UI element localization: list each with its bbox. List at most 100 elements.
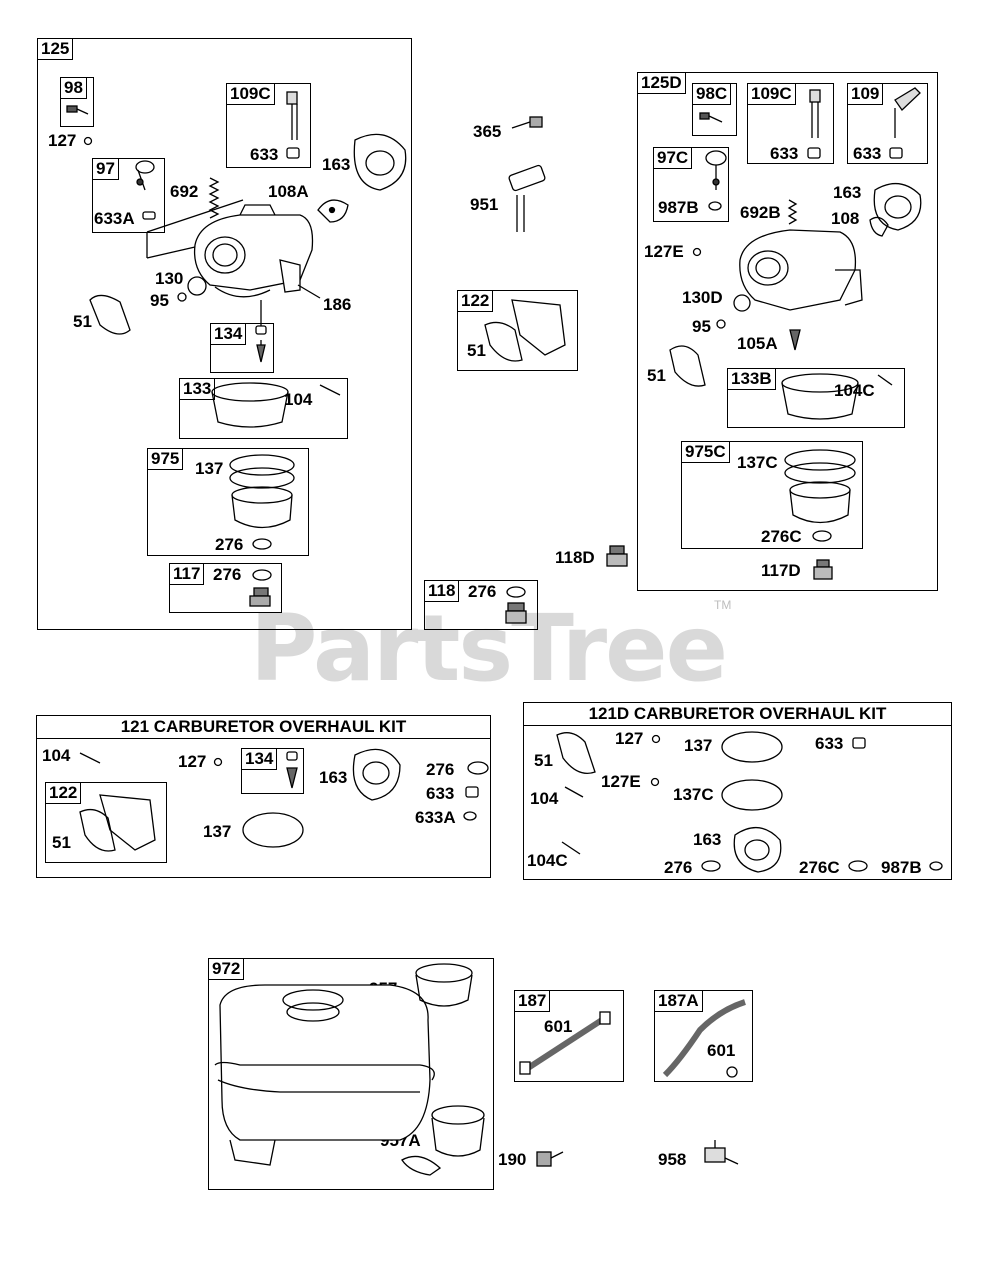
ring-137-kitd-icon — [721, 731, 783, 763]
box-118[interactable]: 118 — [424, 580, 538, 630]
label-276-117: 276 — [213, 565, 242, 584]
box-98-header: 98 — [61, 78, 87, 99]
label-95: 95 — [150, 291, 169, 310]
washer-130d-icon — [733, 294, 751, 312]
group-125-header: 125 — [38, 39, 74, 60]
label-633-109c: 633 — [770, 144, 799, 163]
label-163-kitd: 163 — [693, 830, 722, 849]
gasket-276-kitd-icon — [701, 860, 721, 872]
box-109c-d[interactable]: 109C — [747, 83, 834, 164]
box-187a-header: 187A — [655, 991, 703, 1012]
lever-plate-icon — [317, 199, 349, 223]
float-133b-icon — [781, 373, 859, 420]
box-98[interactable]: 98 — [60, 77, 94, 127]
label-104-kit: 104 — [42, 746, 71, 765]
box-117[interactable]: 117 — [169, 563, 282, 613]
label-692: 692 — [170, 182, 199, 201]
label-958: 958 — [658, 1150, 687, 1169]
box-122-kit[interactable]: 122 — [45, 782, 167, 863]
kit-121-title: 121 CARBURETOR OVERHAUL KIT — [37, 716, 490, 739]
gasket-276b-icon — [252, 569, 272, 581]
box-133[interactable]: 133 — [179, 378, 348, 439]
box-975-header: 975 — [148, 449, 184, 470]
box-98c-header: 98C — [693, 84, 732, 105]
box-117-header: 117 — [170, 564, 205, 585]
gasket-51-kitd-icon — [556, 732, 596, 775]
label-118d: 118D — [555, 548, 595, 567]
label-127-kit: 127 — [178, 752, 207, 771]
label-276-118: 276 — [468, 582, 497, 601]
label-163-kit: 163 — [319, 768, 348, 787]
label-108: 108 — [831, 209, 860, 228]
box-187-header: 187 — [515, 991, 551, 1012]
spring-692b-icon — [787, 199, 798, 225]
needle-134-kit-icon — [286, 751, 298, 789]
label-633-kit: 633 — [426, 784, 455, 803]
needle-valve-icon — [255, 325, 267, 363]
kit-121[interactable]: 121 CARBURETOR OVERHAUL KIT — [36, 715, 491, 878]
seal-987b-kitd-icon — [929, 861, 943, 871]
adapter-122-kit-icon — [99, 794, 156, 851]
label-104c: 104C — [834, 381, 875, 400]
throttle-lever-109-icon — [894, 87, 921, 138]
box-109c[interactable]: 109C — [226, 83, 311, 168]
box-122-kit-header: 122 — [46, 783, 82, 804]
group-125[interactable]: 125 — [37, 38, 412, 630]
label-104c-kitd: 104C — [527, 851, 568, 870]
gasket-51-mid-icon — [484, 321, 523, 362]
adapter-122-icon — [511, 299, 566, 356]
choke-97c-icon — [705, 150, 727, 190]
seal-987b-icon — [708, 201, 722, 211]
label-276c: 276C — [761, 527, 802, 546]
box-133b[interactable]: 133B — [727, 368, 905, 428]
label-163-d: 163 — [833, 183, 862, 202]
gasket-icon — [353, 133, 407, 191]
pin-104c-kitd-icon — [561, 841, 581, 855]
seal-633-d1-icon — [807, 147, 821, 159]
box-122-middle[interactable]: 122 — [457, 290, 578, 371]
box-133-header: 133 — [180, 379, 216, 400]
box-975c-header: 975C — [682, 442, 730, 463]
box-109[interactable]: 109 — [847, 83, 928, 164]
box-972-header: 972 — [209, 959, 245, 980]
label-633-109: 633 — [853, 144, 882, 163]
group-125d[interactable]: 125D — [637, 72, 938, 591]
box-134-kit[interactable]: 134 — [241, 748, 304, 794]
kit-121d[interactable]: 121D CARBURETOR OVERHAUL KIT — [523, 702, 952, 880]
box-133b-header: 133B — [728, 369, 776, 390]
box-97c-header: 97C — [654, 148, 693, 169]
label-51-middle: 51 — [467, 341, 486, 360]
box-134[interactable]: 134 — [210, 323, 274, 373]
label-365: 365 — [473, 122, 502, 141]
throttle-shaft-icon — [286, 91, 298, 140]
label-127e-kitd: 127E — [601, 772, 641, 791]
label-117d: 117D — [761, 561, 801, 580]
seal-633-d2-icon — [889, 147, 903, 159]
label-137: 137 — [195, 459, 224, 478]
label-601-187: 601 — [544, 1017, 573, 1036]
label-95-d: 95 — [692, 317, 711, 336]
box-187a[interactable]: 187A — [654, 990, 753, 1082]
seal-icon — [142, 211, 156, 220]
label-127e: 127E — [644, 242, 684, 261]
box-975c[interactable]: 975C — [681, 441, 863, 549]
screw-95-icon — [177, 292, 187, 302]
box-134-header: 134 — [211, 324, 247, 345]
label-276-kitd: 276 — [664, 858, 693, 877]
box-97c[interactable]: 97C — [653, 147, 729, 222]
spring-icon — [208, 177, 220, 219]
fuel-bowl-icon — [229, 454, 295, 529]
box-975[interactable]: 975 — [147, 448, 309, 556]
label-137c-kitd: 137C — [673, 785, 714, 804]
plug-118-icon — [505, 602, 527, 624]
box-98c[interactable]: 98C — [692, 83, 737, 136]
box-972[interactable]: 972 — [208, 958, 494, 1190]
box-97[interactable]: 97 — [92, 158, 165, 233]
box-187[interactable]: 187 — [514, 990, 624, 1082]
label-127: 127 — [48, 131, 77, 150]
fuel-tank-icon — [214, 984, 435, 1166]
label-190: 190 — [498, 1150, 527, 1169]
label-137c: 137C — [737, 453, 778, 472]
